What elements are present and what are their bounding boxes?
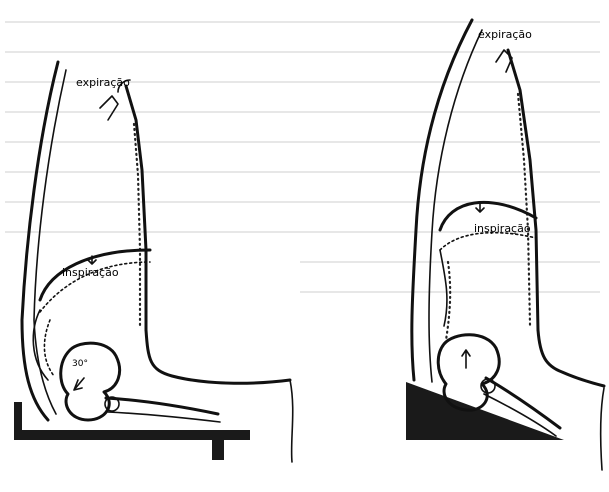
- left-back-outline: [22, 62, 66, 420]
- left-leg: [105, 397, 220, 422]
- right-expiration-label: expiração: [478, 28, 532, 41]
- right-inspiration-label: inspiração: [474, 222, 531, 235]
- right-front-outline: [601, 388, 604, 470]
- left-angle-label: 30°: [72, 359, 88, 369]
- left-figure: expiração inspiração 30°: [14, 62, 293, 462]
- left-chest-front: [146, 330, 290, 383]
- left-pelvis: [61, 343, 120, 420]
- left-inspiration-label: inspiração: [62, 266, 119, 279]
- right-figure: expiração inspiração: [406, 20, 604, 470]
- right-chest-front: [538, 330, 604, 386]
- right-abdomen-contour: [440, 250, 450, 340]
- left-expiration-label: expiração: [76, 76, 130, 89]
- right-trachea: [496, 50, 538, 330]
- left-front-outline: [290, 380, 293, 462]
- left-diaphragm-inspiration: [40, 256, 150, 312]
- left-support-table: [14, 402, 250, 460]
- left-trachea: [100, 80, 146, 330]
- right-pelvis: [438, 335, 499, 410]
